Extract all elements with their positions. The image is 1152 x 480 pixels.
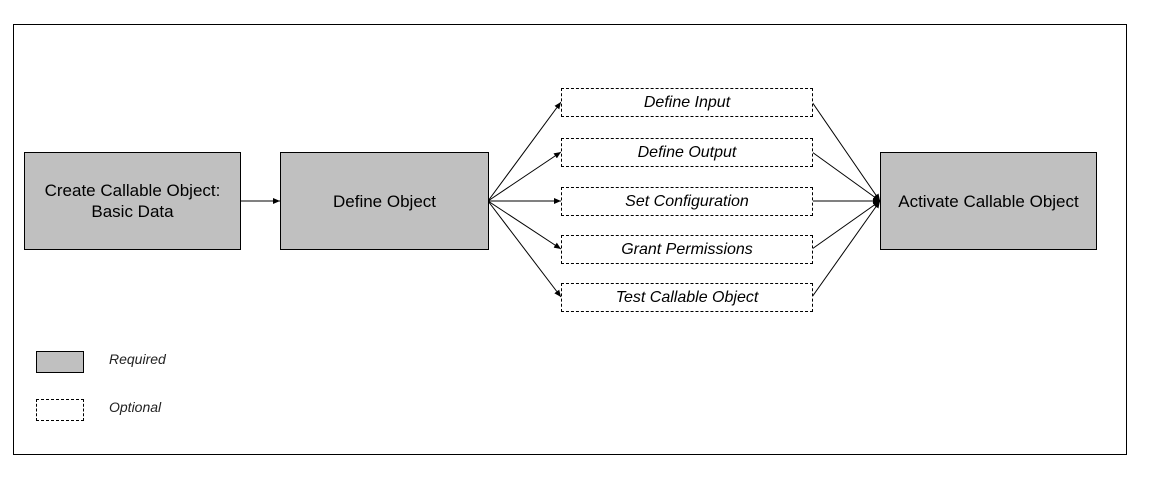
legend-required-swatch	[36, 351, 84, 373]
arrow-define-to-define-output	[487, 151, 562, 202]
step-define-input: Define Input	[561, 88, 813, 117]
arrow-define-input-to-activate	[811, 101, 881, 202]
arrow-grant-permissions-to-activate	[811, 200, 881, 250]
arrow-define-to-grant-permissions	[487, 200, 562, 250]
arrow-define-to-define-input	[487, 101, 562, 202]
step-define-output: Define Output	[561, 138, 813, 167]
diagram-frame	[13, 24, 1127, 455]
step-activate-callable-object: Activate Callable Object	[880, 152, 1097, 250]
arrow-define-to-test-callable-object	[487, 200, 562, 298]
step-test-callable-object: Test Callable Object	[561, 283, 813, 312]
legend-required-label: Required	[109, 351, 166, 367]
step-set-configuration: Set Configuration	[561, 187, 813, 216]
legend-optional-label: Optional	[109, 399, 162, 415]
legend-optional-swatch	[36, 399, 84, 421]
step-define-object: Define Object	[280, 152, 489, 250]
arrow-test-callable-object-to-activate	[811, 200, 881, 298]
arrow-define-output-to-activate	[811, 151, 881, 202]
step-create-callable-object: Create Callable Object: Basic Data	[24, 152, 241, 250]
step-grant-permissions: Grant Permissions	[561, 235, 813, 264]
